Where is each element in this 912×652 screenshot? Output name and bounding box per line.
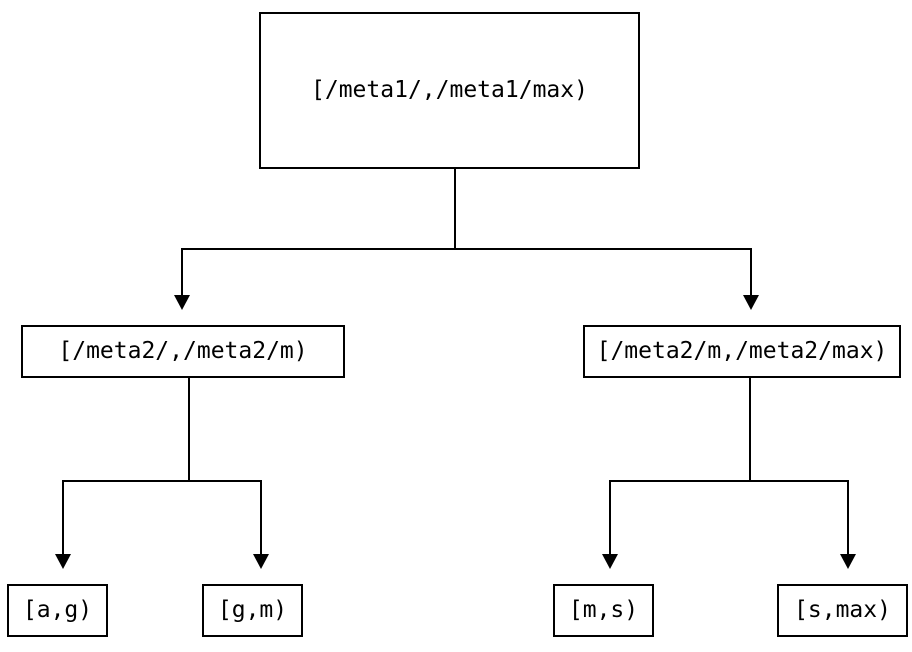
- node-leaf-ms-label: [m,s): [568, 597, 639, 623]
- node-root-label: [/meta1/,/meta1/max): [311, 77, 588, 103]
- arrowhead-down-icon: [174, 295, 190, 310]
- node-level2-right: [/meta2/m,/meta2/max): [583, 325, 901, 378]
- node-level2-left-label: [/meta2/,/meta2/m): [58, 338, 308, 364]
- node-level2-right-label: [/meta2/m,/meta2/max): [596, 338, 888, 364]
- node-level2-left: [/meta2/,/meta2/m): [21, 325, 345, 378]
- connector-right-subtree: [602, 378, 856, 569]
- arrowhead-down-icon: [55, 554, 71, 569]
- node-leaf-gm-label: [g,m): [217, 597, 288, 623]
- arrowhead-down-icon: [253, 554, 269, 569]
- arrowhead-down-icon: [743, 295, 759, 310]
- connector-left-subtree: [55, 378, 269, 569]
- node-leaf-ag: [a,g): [7, 584, 108, 637]
- arrowhead-down-icon: [840, 554, 856, 569]
- arrowhead-down-icon: [602, 554, 618, 569]
- node-leaf-smax: [s,max): [777, 584, 908, 637]
- connector-root-to-level2: [174, 169, 759, 310]
- node-leaf-ag-label: [a,g): [22, 597, 93, 623]
- node-root: [/meta1/,/meta1/max): [259, 12, 640, 169]
- node-leaf-ms: [m,s): [553, 584, 654, 637]
- node-leaf-gm: [g,m): [202, 584, 303, 637]
- node-leaf-smax-label: [s,max): [794, 597, 891, 623]
